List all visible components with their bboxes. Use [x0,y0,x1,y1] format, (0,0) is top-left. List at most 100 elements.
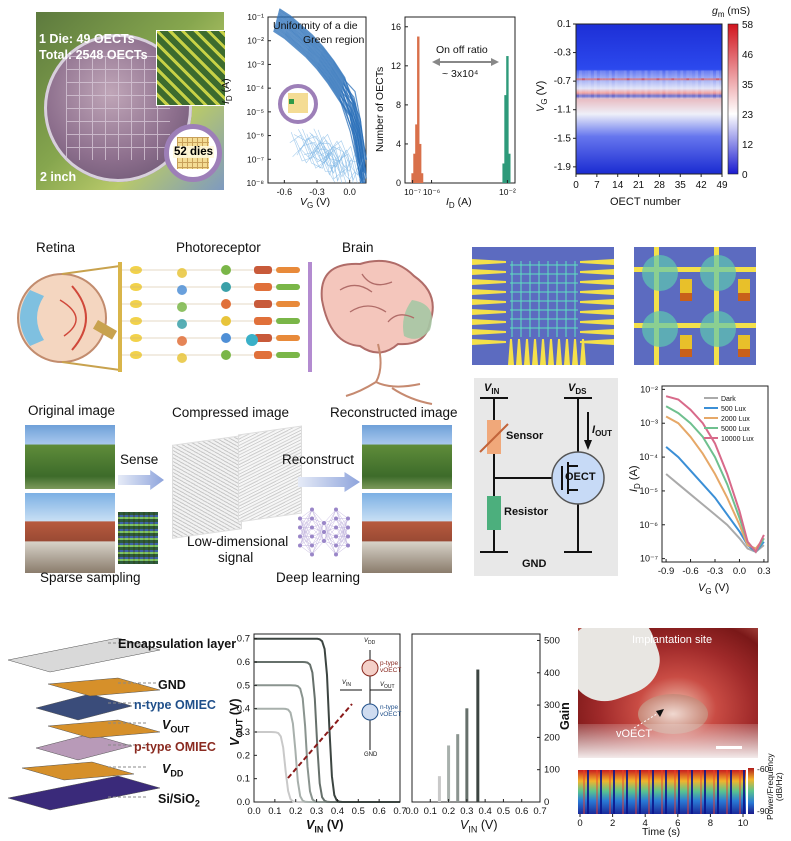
circuit-resistor-label: Resistor [504,506,549,518]
retina-rod [254,300,272,308]
nn-edge [335,536,349,555]
heatmap-peak-cell [668,78,672,81]
lowdim-label-2: signal [218,550,254,565]
nn-node [310,516,314,521]
nn-edge [335,527,349,555]
light-ytick-label: 10⁻⁶ [640,520,659,530]
transfer-leak-curve [298,129,343,184]
nn-edge [299,527,313,546]
nn-node [346,534,350,539]
heatmap-column [602,70,606,99]
nn-edge [335,536,349,546]
transfer-y-label: ID (A) [220,78,235,104]
transfer-leak-curve [290,131,335,183]
retina-amacrine-cell [246,334,258,346]
nn-edge [323,522,337,555]
nn-node [310,534,314,539]
pixel-oect [738,335,750,349]
light-legend-label: 5000 Lux [721,426,750,433]
heatmap-peak-cell [596,78,600,81]
gain-xtick-label: 0.6 [515,806,528,817]
heatmap-column [608,70,612,99]
heatmap-column [647,70,651,99]
sparse-sampling-image [118,512,158,564]
histogram-bar-on [508,153,511,183]
reconstructed-image-label: Reconstructed image [330,405,458,420]
heatmap-column [656,70,660,99]
stack-ptype-layer [35,733,133,761]
nn-edge [299,509,313,537]
nn-edge [311,522,325,555]
gain-peak [476,669,480,802]
heatmap-column [692,70,696,99]
retina-horizontal-cell [221,316,231,326]
nn-edge [323,522,337,546]
compressed-image-label: Compressed image [172,405,290,420]
reconstruct-arrow [298,472,360,492]
nn-edge [311,540,325,546]
heatmap-peak-cell [608,78,612,81]
heatmap-peak-cell [629,78,633,81]
circuit-vds-label: VDS [568,382,587,397]
gain-peak [437,776,441,802]
nn-edge [311,531,325,555]
brain-icon [320,260,434,354]
heatmap-column [674,70,678,99]
heatmap-peak-cell [644,78,648,81]
heatmap-column [599,70,603,99]
retina-cone [276,335,300,341]
stack-vout-electrode [47,719,161,739]
pixel-oect [680,335,692,349]
retina-bipolar-cell [177,336,187,346]
original-image-label: Original image [28,403,116,418]
nn-edge [323,531,337,555]
heatmap-xtick-label: 28 [654,180,666,191]
heatmap-column [611,70,615,99]
array-row-lead [472,299,506,305]
heatmap-column [686,70,690,99]
die-map-inset-small [278,84,318,124]
nn-edge [335,518,349,555]
histogram-ytick-label: 8 [396,100,401,110]
transfer-leak-curve [292,142,337,172]
transfer-leak-curve [319,140,364,176]
heatmap-peak-cell [602,78,606,81]
stack-vdd-label: VDD [162,762,184,779]
heatmap-peak-cell [593,78,597,81]
heatmap-column [638,70,642,99]
heatmap-peak-cell [578,78,582,81]
circuit-iout-label: IOUT [592,424,612,439]
nn-edge [311,522,325,537]
wafer-size-label: 2 inch [40,170,77,184]
retina-ganglion-cell [130,317,142,325]
heatmap-column [695,70,699,99]
compressed-image-2 [238,425,302,523]
light-legend-label: Dark [721,396,736,403]
retina-rod [254,317,272,325]
histogram-bar-off [413,153,416,183]
colorbar-title: gm (mS) [712,5,751,20]
colorbar-tick-label: 12 [742,140,754,151]
nn-edge [311,540,325,555]
heatmap-column [590,70,594,99]
nn-edge [323,509,337,533]
heatmap-peak-cell [653,78,657,81]
array-row-lead [472,329,506,335]
transfer-title-1: Uniformity of a die [273,20,358,32]
heatmap-x-label: OECT number [610,196,681,208]
retina-bipolar-cell [177,353,187,363]
heatmap-peak-cell [599,78,603,81]
heatmap-xtick-label: 21 [633,180,645,191]
nn-edge [311,509,325,533]
light-ytick-label: 10⁻² [640,384,658,394]
retina-bipolar-cell [177,268,187,278]
array-row-lead [472,269,506,275]
histogram-ytick-label: 12 [391,61,401,71]
nn-edge [335,527,349,537]
vtc-xtick-label: 0.5 [352,806,365,817]
nn-node [322,539,326,543]
transfer-leak-curve [300,133,345,174]
gain-peak [465,708,469,802]
heatmap-column [671,70,675,99]
transfer-ytick-label: 10⁻¹ [247,12,264,22]
